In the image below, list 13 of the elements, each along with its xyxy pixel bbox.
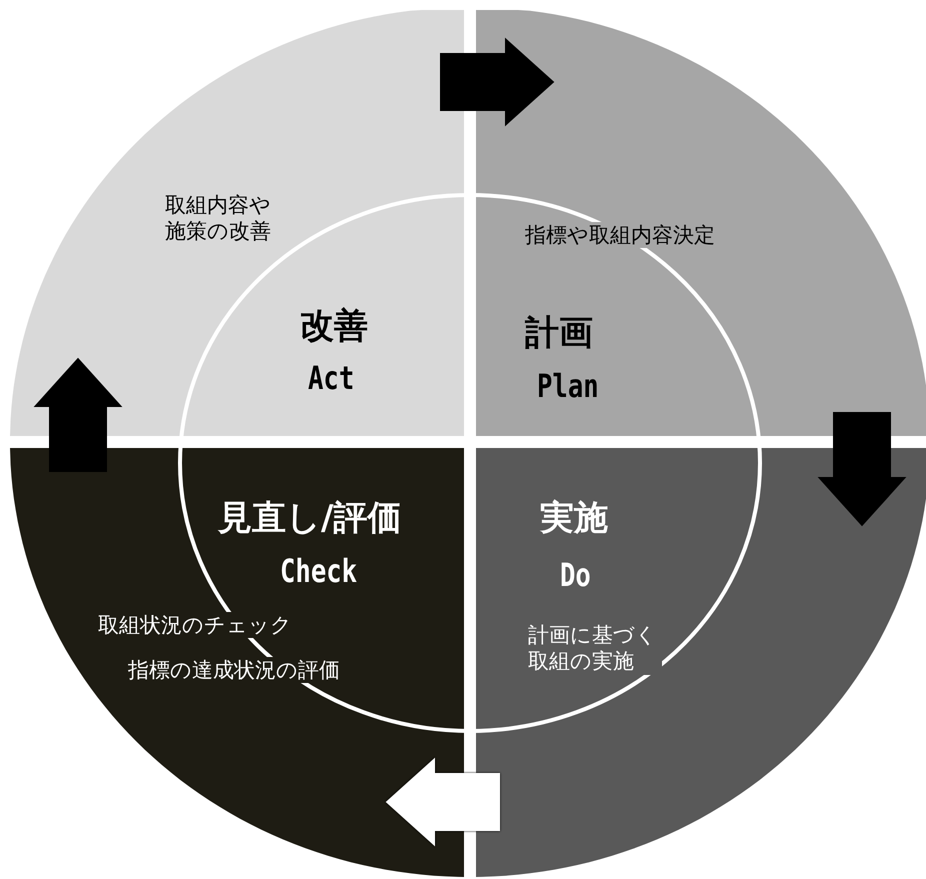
stage-heading: 改善 (300, 305, 368, 348)
stage-name: Act (308, 358, 354, 398)
stage-heading: 実施 (540, 497, 608, 540)
stage-name: Do (560, 555, 591, 595)
stage-description: 指標の達成状況の評価 (128, 657, 340, 684)
stage-description: 計画に基づく取組の実施 (528, 622, 662, 674)
stage-heading: 見直し/評価 (218, 497, 402, 540)
stage-name: Check (280, 551, 358, 591)
stage-name: Plan (537, 366, 599, 406)
cycle-arrow (34, 358, 122, 472)
stage-description: 指標や取組内容決定 (525, 222, 715, 248)
cycle-arrow (818, 412, 906, 526)
stage-heading: 計画 (525, 312, 593, 354)
